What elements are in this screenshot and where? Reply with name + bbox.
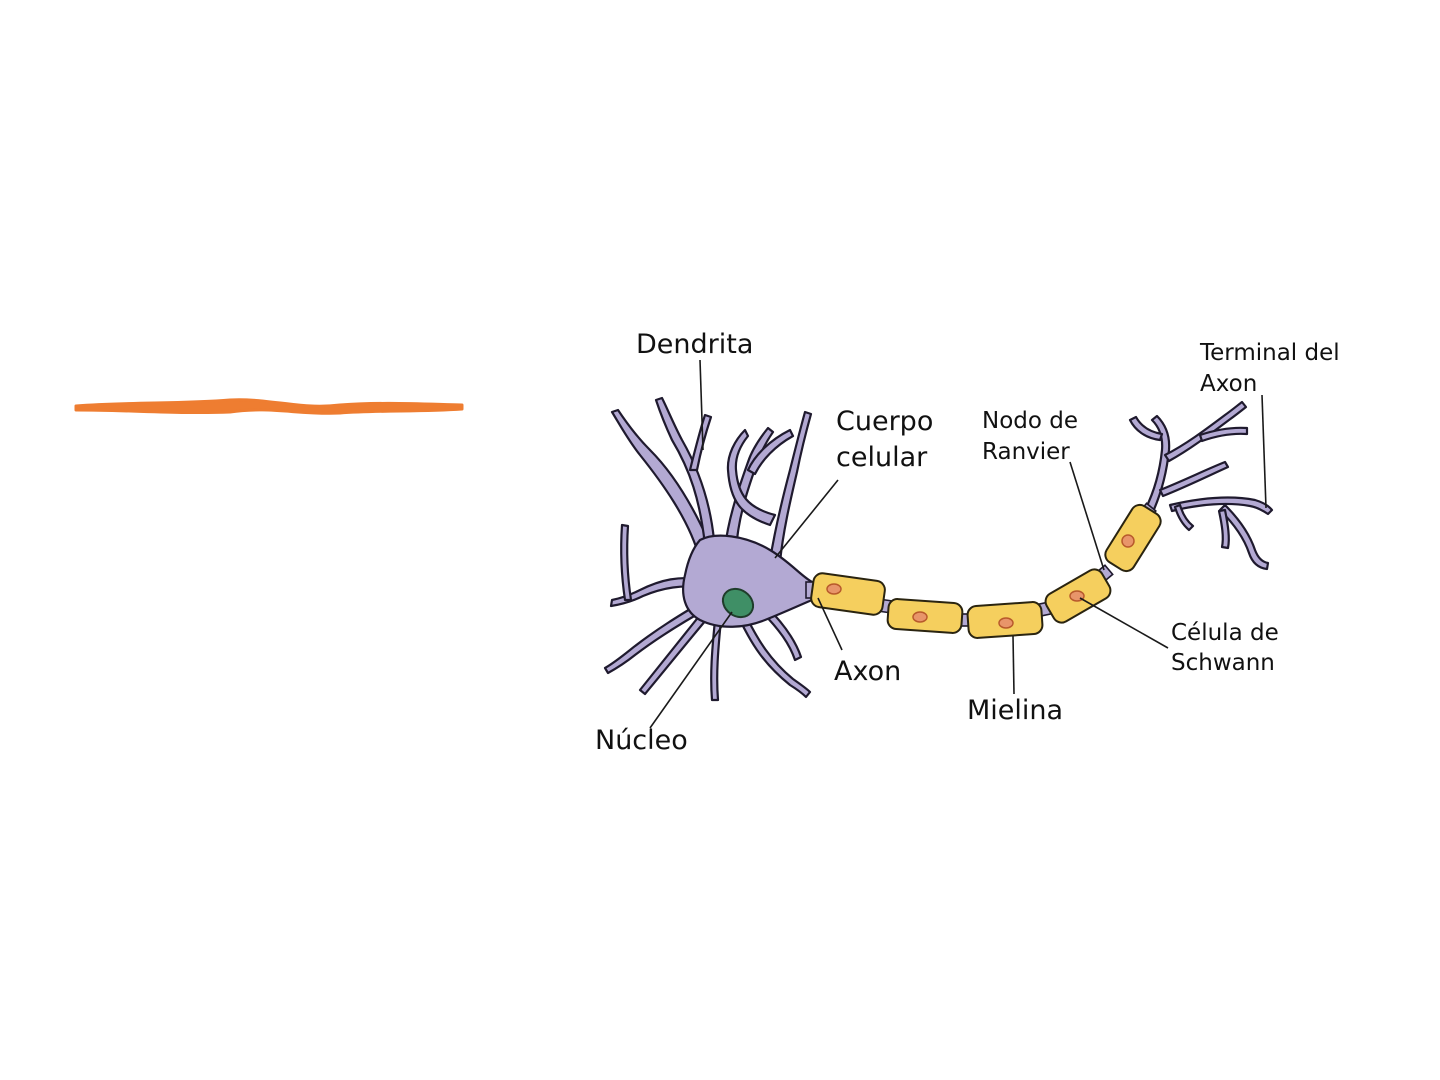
label-nucleo: Núcleo — [595, 725, 688, 756]
leader-lines — [649, 359, 1267, 729]
leader-nodo — [1069, 461, 1105, 571]
leader-cuerpo — [774, 479, 839, 559]
orange-brush-stroke — [74, 398, 464, 415]
leader-terminal — [1261, 394, 1267, 509]
neuron-diagram — [603, 396, 1274, 702]
axon-terminal — [1128, 400, 1274, 571]
leader-schwann — [1079, 597, 1169, 649]
label-schwann-2: Schwann — [1171, 650, 1275, 676]
label-axon: Axon — [834, 656, 901, 687]
diagram-labels: Dendrita Cuerpo celular Nodo de Ranvier … — [595, 329, 1340, 756]
label-mielina: Mielina — [967, 695, 1063, 726]
leader-dendrita — [699, 359, 704, 451]
label-schwann-1: Célula de — [1171, 620, 1279, 646]
cell-body — [682, 534, 814, 628]
label-dendrita: Dendrita — [636, 329, 753, 360]
dendrites — [603, 396, 813, 702]
myelin-sheath — [810, 503, 1162, 639]
label-cuerpo-1: Cuerpo — [836, 406, 933, 437]
label-cuerpo-2: celular — [836, 442, 928, 473]
leader-nucleo — [649, 611, 733, 729]
label-terminal-1: Terminal del — [1199, 340, 1340, 366]
label-nodo-2: Ranvier — [982, 439, 1070, 465]
leader-axon — [817, 597, 843, 651]
label-nodo-1: Nodo de — [982, 408, 1078, 434]
label-terminal-2: Axon — [1200, 371, 1257, 397]
leader-mielina — [1012, 635, 1015, 695]
